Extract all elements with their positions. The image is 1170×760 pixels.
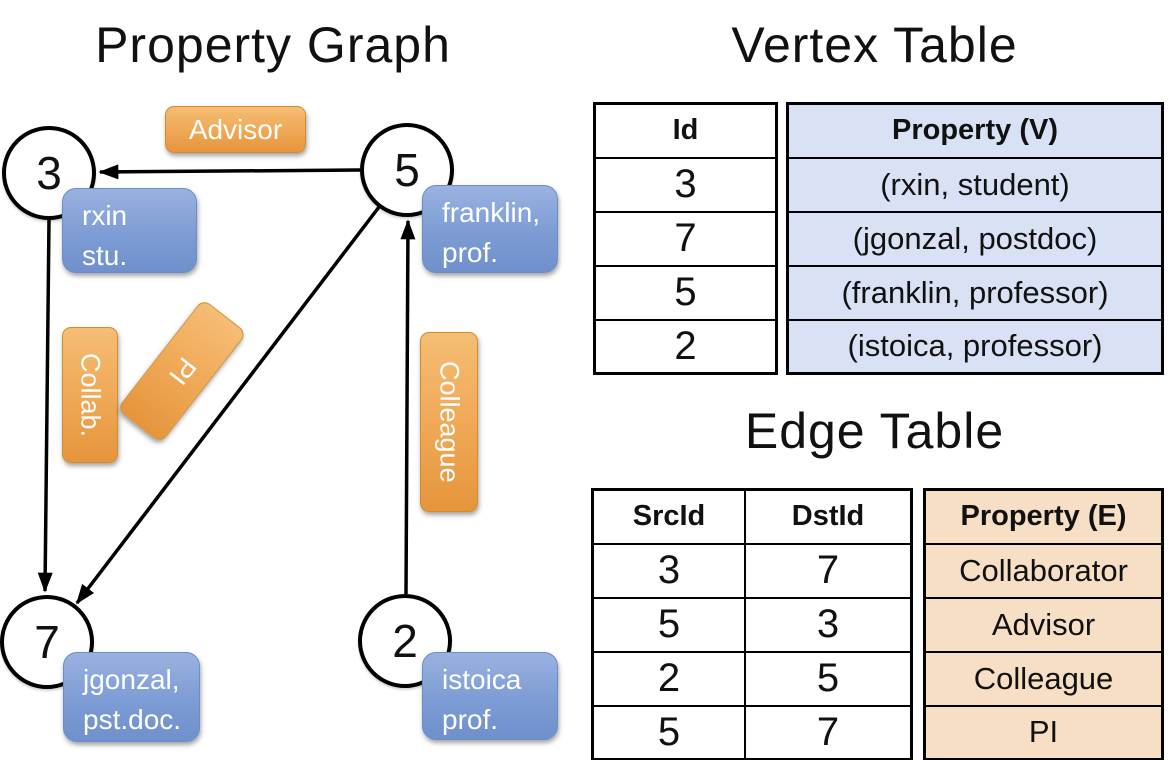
table-row: 5: [593, 264, 778, 321]
edge-arrow-5-to-7: [75, 205, 381, 605]
vertex-circle-5: 5: [360, 123, 454, 217]
vertex-table-id-column: Id 3 7 5 2: [593, 102, 778, 375]
vertex-property-cell: (istoica, professor): [786, 318, 1164, 375]
vertex-id-5: 5: [394, 144, 420, 196]
table-row: (franklin, professor): [786, 264, 1164, 321]
vertex-table-title: Vertex Table: [731, 17, 1018, 73]
edge-arrow-5-to-3: [98, 164, 361, 180]
edge-table-id-columns: SrcId DstId 3 7 5 3 2 5 5 7: [591, 488, 913, 760]
vertex-label-line: prof.: [442, 704, 499, 735]
edge-table-header-property: Property (E): [923, 488, 1164, 545]
edge-arrow-2-to-5: [400, 219, 416, 595]
table-row: Advisor: [923, 596, 1164, 653]
edge-src-cell: 2: [591, 650, 746, 707]
edge-table-header-srcid: SrcId: [591, 488, 746, 545]
edge-table-title: Edge Table: [744, 403, 1005, 459]
vertex-label-jgonzal: jgonzal, pst.doc.: [63, 652, 200, 742]
table-row: 7: [593, 210, 778, 267]
vertex-label-franklin: franklin, prof.: [422, 185, 558, 273]
vertex-label-line: prof.: [442, 237, 499, 268]
table-row: Id: [593, 102, 778, 159]
vertex-id-cell: 7: [593, 210, 778, 267]
table-row: Collaborator: [923, 542, 1164, 599]
vertex-label-istoica: istoica prof.: [422, 652, 558, 740]
vertex-property-cell: (rxin, student): [786, 156, 1164, 213]
vertex-label-line: rxin: [82, 200, 128, 231]
vertex-label-line: franklin,: [442, 197, 541, 228]
table-row: Colleague: [923, 650, 1164, 707]
table-row: (istoica, professor): [786, 318, 1164, 375]
table-row: Property (V): [786, 102, 1164, 159]
vertex-id-cell: 5: [593, 264, 778, 321]
vertex-id-cell: 3: [593, 156, 778, 213]
vertex-id-2: 2: [392, 615, 418, 667]
table-row: (jgonzal, postdoc): [786, 210, 1164, 267]
table-row: (rxin, student): [786, 156, 1164, 213]
edge-property-cell: PI: [923, 704, 1164, 760]
edge-dst-cell: 3: [744, 596, 913, 653]
edge-property-cell: Advisor: [923, 596, 1164, 653]
vertex-label-line: jgonzal,: [83, 664, 180, 695]
table-row: 3 7: [591, 542, 913, 599]
edge-src-cell: 3: [591, 542, 746, 599]
edge-src-cell: 5: [591, 596, 746, 653]
vertex-id-3: 3: [36, 147, 62, 199]
vertex-label-rxin: rxin stu.: [62, 188, 197, 273]
vertex-label-line: pst.doc.: [83, 704, 182, 735]
edge-label-colleague: Colleague: [420, 332, 478, 512]
vertex-table-property-column: Property (V) (rxin, student) (jgonzal, p…: [786, 102, 1164, 375]
edge-table-header-dstid: DstId: [744, 488, 913, 545]
edge-label-collab: Collab.: [62, 327, 118, 463]
vertex-id-cell: 2: [593, 318, 778, 375]
vertex-property-cell: (franklin, professor): [786, 264, 1164, 321]
table-row: 3: [593, 156, 778, 213]
vertex-label-line: istoica: [442, 664, 522, 695]
vertex-id-7: 7: [34, 616, 60, 668]
vertex-table-header-id: Id: [593, 102, 778, 159]
edge-dst-cell: 7: [744, 704, 913, 760]
table-row: 2: [593, 318, 778, 375]
edge-dst-cell: 5: [744, 650, 913, 707]
table-row: 5 7: [591, 704, 913, 760]
edge-dst-cell: 7: [744, 542, 913, 599]
table-row: 5 3: [591, 596, 913, 653]
vertex-circle-2: 2: [358, 594, 452, 688]
table-row: 2 5: [591, 650, 913, 707]
edge-src-cell: 5: [591, 704, 746, 760]
property-graph-title: Property Graph: [95, 17, 451, 73]
edge-label-advisor: Advisor: [165, 106, 306, 153]
edge-table-property-column: Property (E) Collaborator Advisor Collea…: [923, 488, 1164, 760]
edge-property-cell: Colleague: [923, 650, 1164, 707]
edge-arrow-3-to-7: [37, 219, 53, 593]
table-row: PI: [923, 704, 1164, 760]
graph-edges-layer: [37, 164, 416, 605]
edge-property-cell: Collaborator: [923, 542, 1164, 599]
vertex-table-header-property: Property (V): [786, 102, 1164, 159]
table-row: SrcId DstId: [591, 488, 913, 545]
table-row: Property (E): [923, 488, 1164, 545]
vertex-property-cell: (jgonzal, postdoc): [786, 210, 1164, 267]
vertex-label-line: stu.: [82, 240, 128, 271]
